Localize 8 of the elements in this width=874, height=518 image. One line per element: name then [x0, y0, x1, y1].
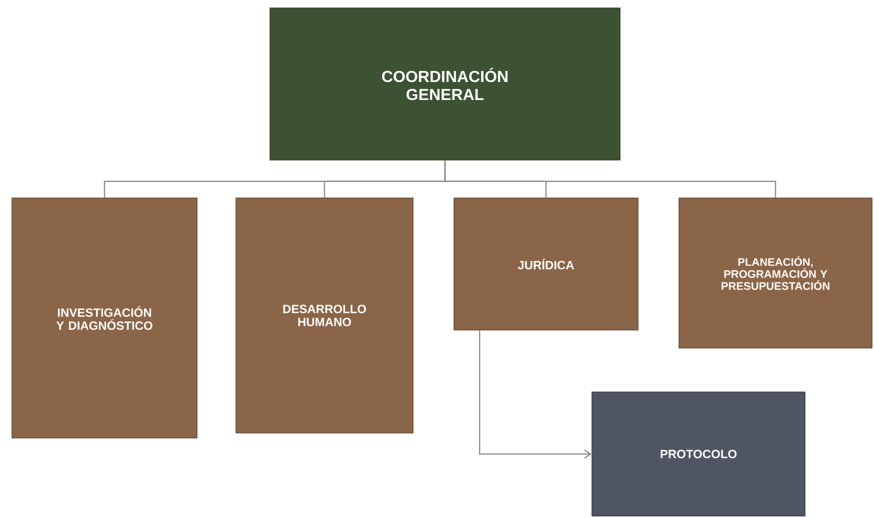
connector [444, 160, 776, 198]
connector [479, 330, 592, 458]
org-box: JURÍDICA [454, 198, 638, 330]
org-box: INVESTIGACIÓN Y DIAGNÓSTICO [12, 198, 198, 438]
org-box: DESARROLLO HUMANO [236, 198, 414, 434]
org-box: COORDINACIÓN GENERAL [270, 8, 620, 160]
org-box: PROTOCOLO [592, 392, 806, 516]
org-box: PLANEACIÓN, PROGRAMACIÓN Y PRESUPUESTACIÓN [678, 198, 872, 348]
